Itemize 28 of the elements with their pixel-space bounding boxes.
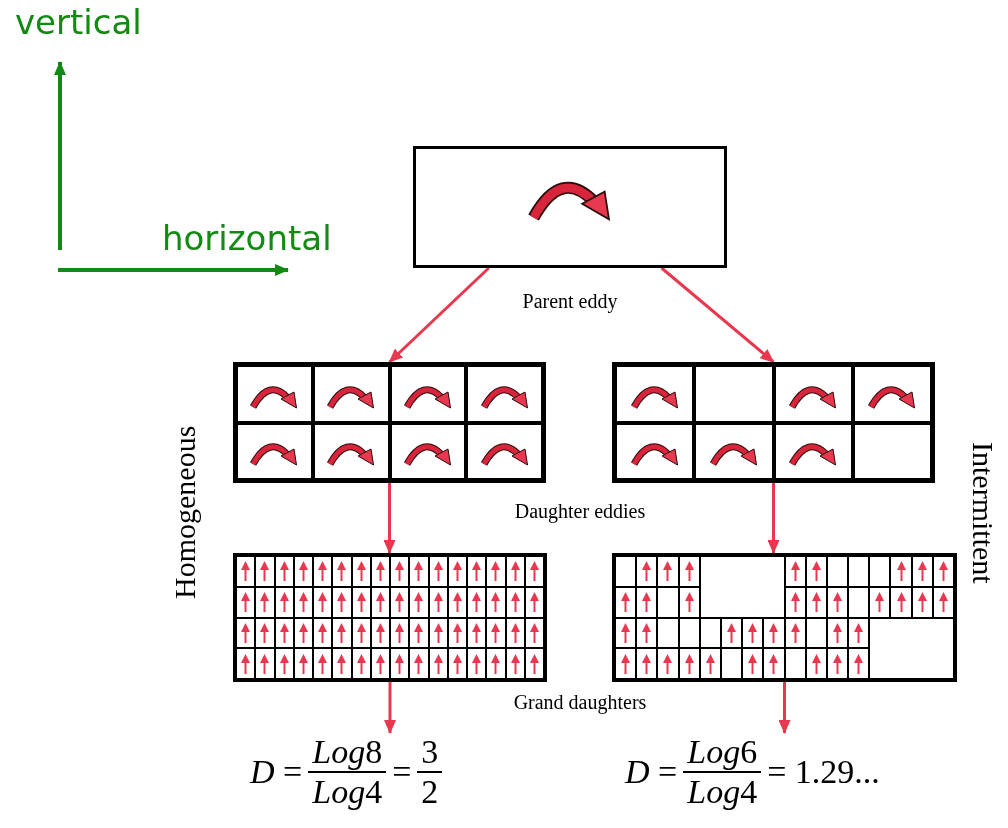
text-label: Grand daughters: [512, 691, 648, 714]
equation-term: D =: [250, 753, 303, 791]
text-label: horizontal: [162, 218, 332, 258]
denominator: Log4: [312, 773, 383, 811]
equation-term: D =: [625, 753, 678, 791]
numerator: Log8: [308, 733, 387, 773]
numerator: 3: [417, 733, 443, 773]
arrow: [660, 266, 775, 364]
eddy-grid: [233, 362, 546, 483]
text-label: Daughter eddies: [513, 500, 647, 523]
eddy-grid: [612, 553, 957, 682]
arrow: [778, 682, 791, 734]
arrow: [767, 483, 780, 554]
equation-term: = 1.29...: [767, 753, 880, 791]
arrow: [384, 682, 396, 734]
box-caption: Parent eddy: [522, 290, 618, 313]
numerator: Log6: [683, 733, 762, 773]
eddy-grid: [233, 553, 547, 682]
eddy-box: [413, 146, 727, 268]
arrow: [388, 266, 490, 364]
eddy-grid: [612, 362, 935, 483]
equation-term: =: [392, 753, 412, 791]
text-label: Intermittent: [966, 440, 1000, 586]
arrow: [383, 483, 396, 554]
denominator: 2: [421, 773, 439, 811]
text-label: Homogeneous: [168, 424, 202, 602]
text-label: vertical: [15, 2, 142, 42]
denominator: Log4: [687, 773, 758, 811]
